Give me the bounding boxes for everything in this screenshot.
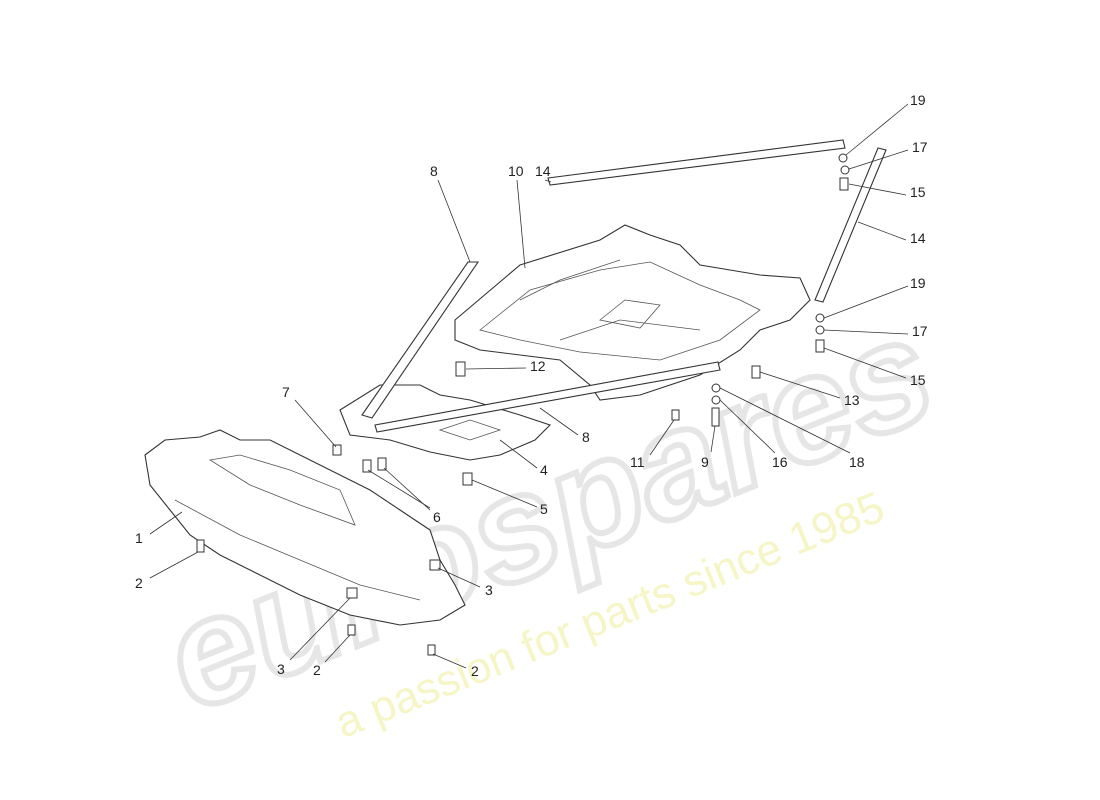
callout-18: 18 bbox=[849, 454, 865, 470]
callout-17: 17 bbox=[912, 139, 928, 155]
callout-17: 17 bbox=[912, 323, 928, 339]
callout-15: 15 bbox=[910, 184, 926, 200]
struts bbox=[361, 139, 887, 433]
fasteners bbox=[196, 153, 850, 656]
callout-7: 7 bbox=[282, 384, 290, 400]
callout-12: 12 bbox=[530, 358, 546, 374]
callout-9: 9 bbox=[701, 454, 709, 470]
callout-14: 14 bbox=[535, 163, 551, 179]
callout-2: 2 bbox=[135, 575, 143, 591]
callout-8: 8 bbox=[582, 429, 590, 445]
callout-3: 3 bbox=[485, 582, 493, 598]
callout-4: 4 bbox=[540, 462, 548, 478]
callout-3: 3 bbox=[277, 661, 285, 677]
callout-1: 1 bbox=[135, 530, 143, 546]
callout-10: 10 bbox=[508, 163, 524, 179]
callout-11: 11 bbox=[630, 454, 645, 470]
callout-13: 13 bbox=[844, 392, 860, 408]
callout-6: 6 bbox=[433, 509, 441, 525]
callout-2: 2 bbox=[313, 662, 321, 678]
rear-underbody-panel bbox=[454, 224, 811, 401]
callout-5: 5 bbox=[540, 501, 548, 517]
central-underbody-panel bbox=[339, 384, 552, 461]
callout-8: 8 bbox=[430, 163, 438, 179]
callout-2: 2 bbox=[471, 663, 479, 679]
callout-19: 19 bbox=[910, 92, 926, 108]
callout-14: 14 bbox=[910, 230, 926, 246]
callout-labels: 19 17 15 14 8 10 14 19 17 15 12 13 7 8 4… bbox=[135, 92, 928, 679]
leader-lines bbox=[149, 103, 909, 669]
callout-16: 16 bbox=[772, 454, 788, 470]
callout-19: 19 bbox=[910, 275, 926, 291]
callout-15: 15 bbox=[910, 372, 926, 388]
